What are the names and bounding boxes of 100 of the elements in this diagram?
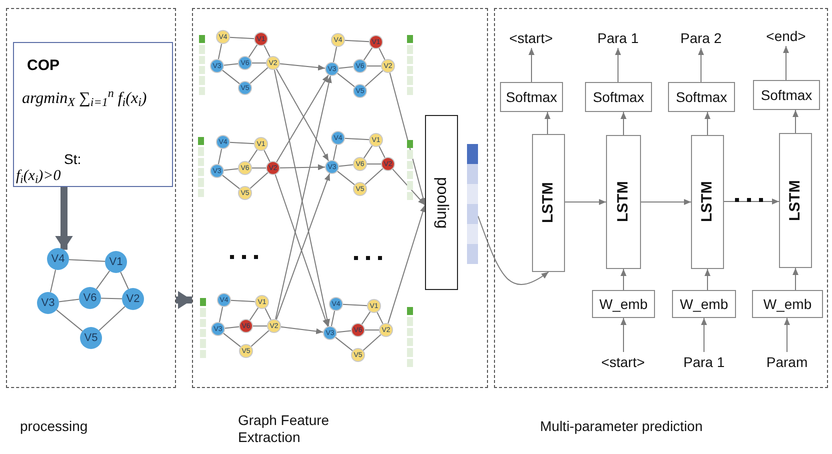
graph-vertex: V1 bbox=[105, 251, 127, 273]
dashed-panel bbox=[6, 8, 176, 388]
graph-edge-line bbox=[264, 150, 270, 162]
token-label: <start> bbox=[499, 28, 563, 48]
pooling-box: pooling bbox=[425, 115, 458, 290]
token-label: Para 1 bbox=[586, 28, 650, 48]
objective-formula: argmin$_{X}$ ∑$_{i=1}$$^{n}$ f$_{i}$(x$_{i}$) bbox=[22, 87, 147, 111]
arrow bbox=[704, 112, 710, 136]
arrow bbox=[57, 187, 71, 250]
graph-edge-line bbox=[222, 174, 240, 190]
token-label: Para 2 bbox=[669, 28, 733, 48]
arrow bbox=[389, 72, 426, 206]
embedding-vector-bar bbox=[467, 144, 478, 264]
graph-edge-line bbox=[250, 67, 268, 84]
arrow bbox=[388, 204, 426, 324]
lstm-cell: LSTM bbox=[691, 135, 724, 269]
graph-edge-line bbox=[250, 330, 270, 347]
graph-edge-line bbox=[342, 304, 368, 306]
panel-caption: Multi-parameter prediction bbox=[540, 418, 704, 435]
arrow bbox=[176, 293, 192, 307]
arrow bbox=[528, 48, 534, 82]
arrow bbox=[544, 112, 550, 134]
graph-edge-line bbox=[250, 172, 268, 189]
graph-edge-line bbox=[361, 311, 371, 325]
dashed-panel bbox=[494, 8, 828, 388]
graph-edge-line bbox=[363, 145, 373, 159]
graph-edge-line bbox=[223, 332, 241, 348]
graph-edge-line bbox=[364, 70, 384, 87]
graph-edge-line bbox=[249, 307, 259, 321]
graph-edge-line bbox=[338, 164, 354, 167]
graph-edge-line bbox=[100, 298, 122, 300]
token-label: Param bbox=[752, 352, 822, 372]
arrow bbox=[392, 168, 426, 206]
dashed-panel bbox=[192, 8, 488, 388]
graph-edge-line bbox=[378, 146, 386, 158]
arrow bbox=[280, 326, 324, 334]
arrow bbox=[792, 268, 798, 290]
graph-edge-line bbox=[264, 44, 270, 58]
graph-edge-line bbox=[68, 259, 106, 262]
graph-edge-line bbox=[364, 168, 384, 185]
arrow bbox=[279, 63, 326, 71]
embedding-box: W_emb bbox=[752, 290, 823, 318]
graph-edge-line bbox=[344, 40, 370, 42]
graph-edge-line bbox=[98, 306, 126, 332]
panel-caption: processing bbox=[20, 418, 89, 435]
graph-vertex: V3 bbox=[37, 292, 59, 314]
graph-edge-line bbox=[230, 300, 256, 302]
graph-edge-line bbox=[50, 269, 56, 293]
arrow bbox=[478, 216, 549, 285]
graph-edge-line bbox=[338, 66, 354, 69]
problem-title: COP bbox=[27, 56, 60, 76]
softmax-box: Softmax bbox=[585, 82, 652, 112]
embedding-box: W_emb bbox=[592, 290, 655, 318]
problem-box bbox=[13, 42, 173, 187]
arrow bbox=[783, 46, 789, 80]
graph-edge-line bbox=[336, 330, 352, 333]
graph-vertex: V6 bbox=[79, 287, 101, 309]
graph-vertex: V5 bbox=[80, 327, 102, 349]
graph-edge-line bbox=[330, 310, 336, 327]
softmax-box: Softmax bbox=[753, 80, 820, 110]
lstm-cell: LSTM bbox=[532, 134, 565, 272]
graph-edge-line bbox=[230, 142, 254, 144]
graph-edge-line bbox=[332, 46, 338, 63]
token-label: Para 1 bbox=[669, 352, 739, 372]
graph-edge-line bbox=[223, 63, 239, 66]
graph-edge-line bbox=[224, 326, 240, 329]
graph-edge-line bbox=[248, 149, 258, 163]
lstm-cell: LSTM bbox=[606, 135, 641, 269]
graph-edge-line bbox=[264, 308, 272, 320]
graph-edge-line bbox=[378, 48, 386, 60]
panel-caption: Graph Feature Extraction bbox=[238, 412, 330, 446]
arrow bbox=[701, 318, 707, 352]
graph-edge-line bbox=[218, 43, 222, 60]
graph-edge-line bbox=[337, 72, 355, 88]
graph-edge-line bbox=[223, 168, 239, 171]
graph-edge-line bbox=[337, 170, 355, 186]
softmax-box: Softmax bbox=[500, 82, 563, 112]
arrow bbox=[784, 318, 790, 352]
graph-edge-line bbox=[58, 298, 80, 302]
graph-edge-line bbox=[222, 70, 240, 84]
graph-edge-line bbox=[230, 36, 254, 40]
embedding-box: W_emb bbox=[672, 290, 736, 318]
softmax-box: Softmax bbox=[668, 82, 735, 112]
graph-edge-line bbox=[335, 336, 353, 352]
graph-edge-line bbox=[362, 334, 382, 351]
arrow bbox=[792, 110, 798, 134]
graph-edge-line bbox=[56, 309, 83, 332]
arrow bbox=[698, 48, 704, 82]
arrow bbox=[620, 318, 626, 352]
lstm-cell: LSTM bbox=[779, 133, 812, 268]
graph-edge-line bbox=[120, 272, 129, 290]
arrow bbox=[620, 268, 626, 290]
graph-edge-line bbox=[96, 270, 110, 290]
graph-edge-line bbox=[218, 148, 222, 165]
graph-edge-line bbox=[376, 312, 384, 324]
arrow bbox=[724, 198, 780, 204]
arrow bbox=[564, 199, 606, 205]
arrow bbox=[615, 48, 621, 82]
arrow bbox=[640, 199, 692, 205]
graph-vertex: V4 bbox=[47, 248, 69, 270]
